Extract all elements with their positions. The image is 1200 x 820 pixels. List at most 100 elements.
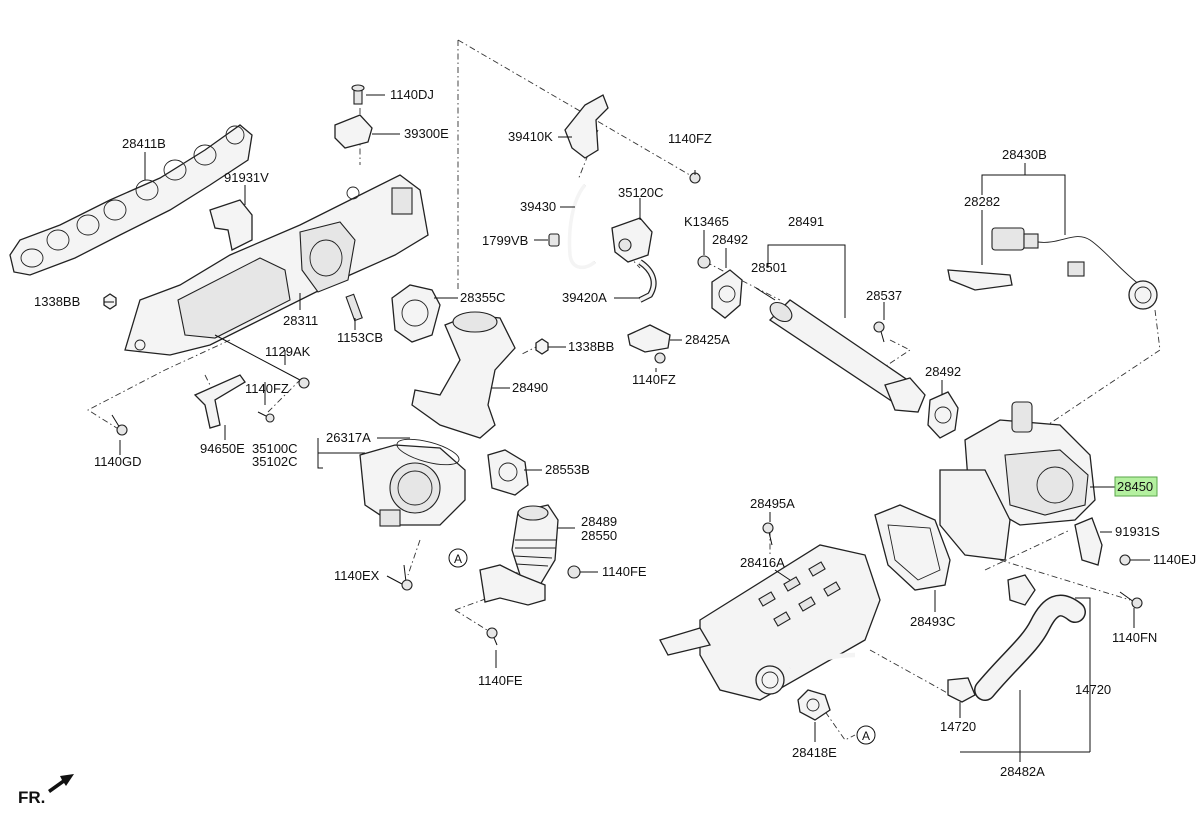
label-28489[interactable]: 28489 <box>581 514 617 529</box>
bolt-1140fz-left <box>257 411 275 423</box>
gasket-28355c <box>391 284 441 343</box>
label-28355c[interactable]: 28355C <box>460 290 506 305</box>
label-28482a[interactable]: 28482A <box>1000 764 1045 779</box>
label-28491[interactable]: 28491 <box>788 214 824 229</box>
label-14720-right[interactable]: 14720 <box>1075 682 1111 697</box>
label-35102c[interactable]: 35102C <box>252 454 298 469</box>
label-39410k[interactable]: 39410K <box>508 129 553 144</box>
label-1140ex[interactable]: 1140EX <box>334 568 380 583</box>
elbow-pipe <box>479 564 546 606</box>
bolt-1140ej <box>1119 554 1131 566</box>
clamp-28418e <box>797 689 831 721</box>
flex-pipe-28489 <box>511 504 559 586</box>
ref-circle-a-right: A <box>856 725 876 745</box>
gasket-28553b <box>487 449 529 496</box>
gasket-28493c <box>874 504 951 591</box>
label-14720-mid[interactable]: 14720 <box>940 719 976 734</box>
highlight-box-28450[interactable] <box>1114 476 1158 497</box>
label-1140ej[interactable]: 1140EJ <box>1153 552 1196 567</box>
bolt-1140gd <box>111 414 128 436</box>
label-28450[interactable]: 28450 <box>1117 479 1153 494</box>
front-arrow-icon <box>48 774 74 793</box>
egr-cooler-28416a <box>659 544 881 701</box>
bolt-1140fe-bottom <box>486 627 498 646</box>
label-28550[interactable]: 28550 <box>581 528 617 543</box>
label-1129ak[interactable]: 1129AK <box>265 344 311 359</box>
label-28416a[interactable]: 28416A <box>740 555 785 570</box>
bolt-1140ex <box>401 564 413 591</box>
label-91931v[interactable]: 91931V <box>224 170 269 185</box>
bracket-94650e <box>193 374 246 429</box>
egr-valve-28450 <box>939 401 1096 561</box>
label-91931s[interactable]: 91931S <box>1115 524 1160 539</box>
hose-39430 <box>567 183 597 270</box>
ref-a-right-text: A <box>862 729 870 743</box>
label-1338bb-mid[interactable]: 1338BB <box>568 339 614 354</box>
intake-manifold-28311 <box>124 174 429 356</box>
label-1799vb[interactable]: 1799VB <box>482 233 528 248</box>
nut-1338bb-mid <box>535 338 549 355</box>
bolt-1129ak <box>214 334 310 389</box>
bolt-28537 <box>873 321 885 343</box>
label-39430[interactable]: 39430 <box>520 199 556 214</box>
label-28495a[interactable]: 28495A <box>750 496 795 511</box>
label-28493c[interactable]: 28493C <box>910 614 956 629</box>
bracket-28425a <box>627 324 671 353</box>
label-28553b[interactable]: 28553B <box>545 462 590 477</box>
label-35100c[interactable]: 35100C <box>252 441 298 456</box>
coolant-hose-14720 <box>947 574 1086 703</box>
label-1140fe-bottom[interactable]: 1140FE <box>478 673 523 688</box>
label-1140fn[interactable]: 1140FN <box>1112 630 1157 645</box>
bracket-91931s <box>1074 517 1103 566</box>
label-35120c[interactable]: 35120C <box>618 185 664 200</box>
leader-lines <box>104 94 1150 762</box>
label-1338bb-left[interactable]: 1338BB <box>34 294 80 309</box>
throttle-body-35100c <box>359 444 466 527</box>
label-1140dj[interactable]: 1140DJ <box>390 87 434 102</box>
clip-1799vb <box>548 233 560 247</box>
gasket-28492-top <box>711 269 743 319</box>
label-94650e[interactable]: 94650E <box>200 441 245 456</box>
manifold-gasket-28411b <box>9 124 253 276</box>
label-28282[interactable]: 28282 <box>964 194 1000 209</box>
solenoid-35120c <box>611 217 653 263</box>
label-26317a[interactable]: 26317A <box>326 430 371 445</box>
label-28418e[interactable]: 28418E <box>792 745 837 760</box>
label-28492-mid[interactable]: 28492 <box>925 364 961 379</box>
label-1140fz-mid[interactable]: 1140FZ <box>632 372 676 387</box>
label-28490[interactable]: 28490 <box>512 380 548 395</box>
ref-circle-a-left: A <box>448 548 468 568</box>
label-28311[interactable]: 28311 <box>283 313 318 328</box>
bolt-28495a <box>762 522 774 546</box>
label-28492-top[interactable]: 28492 <box>712 232 748 247</box>
front-marker-text: FR. <box>18 788 45 807</box>
map-sensor-39300e <box>334 84 373 149</box>
label-1153cb[interactable]: 1153CB <box>337 330 383 345</box>
hose-39420a <box>638 259 657 303</box>
gasket-28492-mid <box>927 391 959 439</box>
egr-pipe-28490 <box>411 311 516 439</box>
part-labels: 1140DJ 39300E 28411B 91931V 1338BB 28311… <box>34 87 1196 779</box>
label-1140gd[interactable]: 1140GD <box>94 454 141 469</box>
label-28425a[interactable]: 28425A <box>685 332 730 347</box>
label-28411b[interactable]: 28411B <box>122 136 166 151</box>
bracket-91931v <box>209 199 253 251</box>
egr-tube-28491 <box>768 299 926 413</box>
bolt-1140fn <box>1119 591 1143 609</box>
label-1140fz-left[interactable]: 1140FZ <box>245 381 289 396</box>
bolt-1140fe-mid <box>567 565 581 579</box>
bracket-39410k <box>564 94 609 159</box>
label-1140fz-top[interactable]: 1140FZ <box>668 131 712 146</box>
washer-k13465 <box>697 255 711 269</box>
stud-28501 <box>755 287 776 301</box>
ref-a-left-text: A <box>454 552 462 566</box>
label-39300e[interactable]: 39300E <box>404 126 449 141</box>
label-39420a[interactable]: 39420A <box>562 290 607 305</box>
label-28501[interactable]: 28501 <box>751 260 787 275</box>
label-28430b[interactable]: 28430B <box>1002 147 1047 162</box>
o-ring-26317a <box>396 438 460 466</box>
label-k13465[interactable]: K13465 <box>684 214 729 229</box>
label-28537[interactable]: 28537 <box>866 288 902 303</box>
label-1140fe-mid[interactable]: 1140FE <box>602 564 647 579</box>
